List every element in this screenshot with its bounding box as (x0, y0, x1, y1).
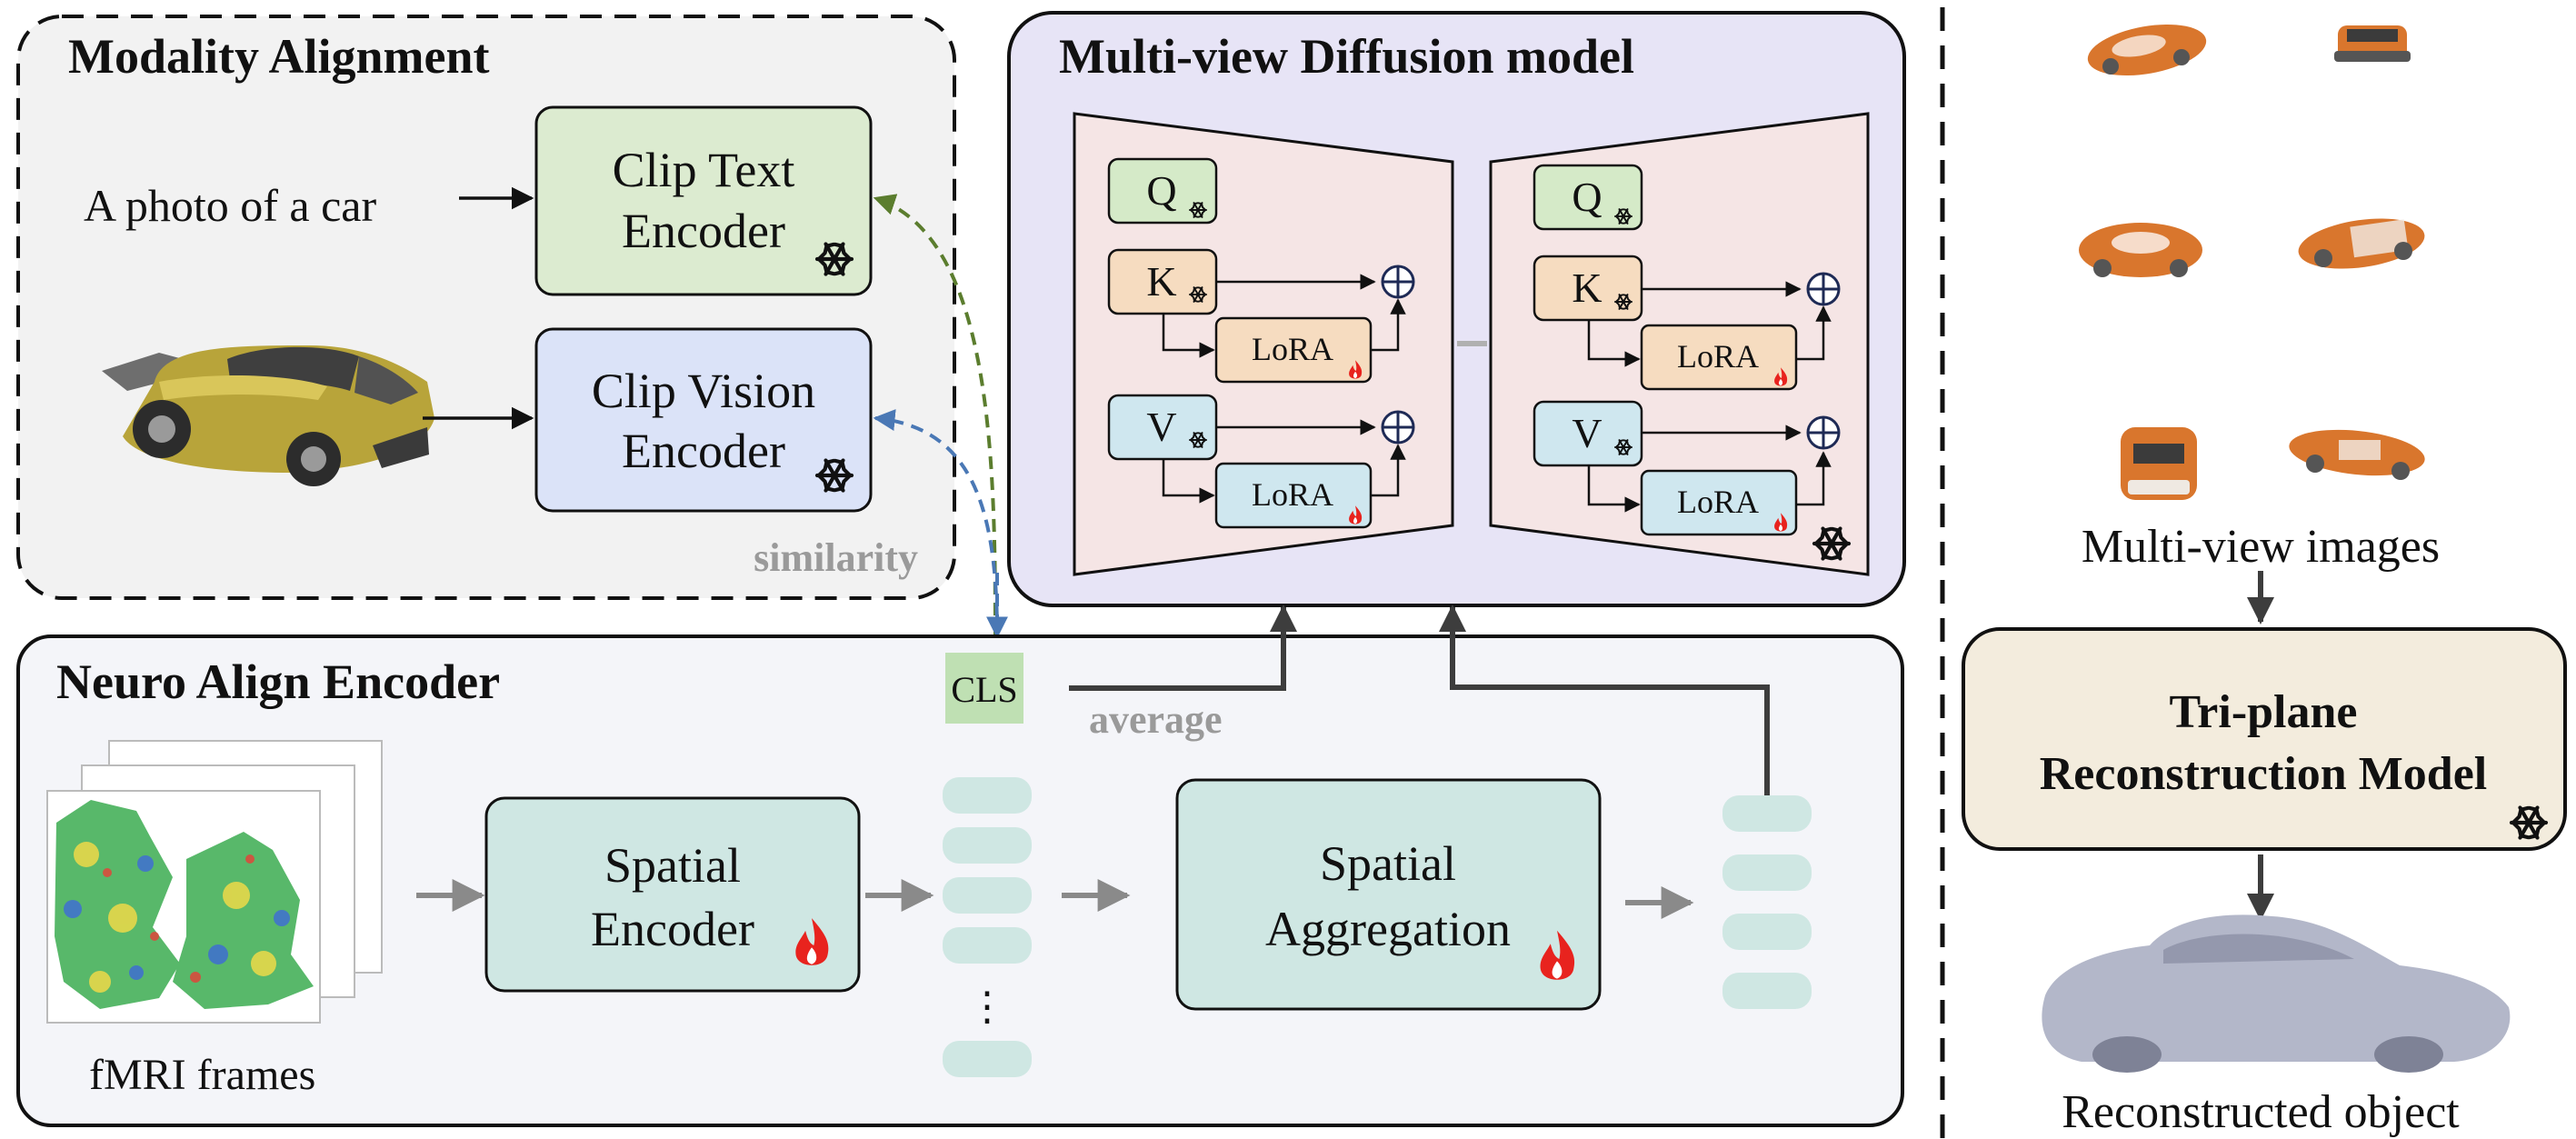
clip-text-encoder-box (534, 105, 873, 296)
clip-vision-encoder-box (534, 327, 873, 513)
token-column-left (943, 777, 1032, 1077)
key-label: K (1572, 265, 1602, 311)
query-box (1533, 164, 1643, 231)
token-column-right (1722, 795, 1812, 1009)
triplane-line2: Reconstruction Model (2040, 748, 2487, 800)
cls-label: CLS (951, 669, 1017, 710)
query-label: Q (1572, 174, 1602, 220)
fmri-frames-image (46, 740, 383, 1024)
clip-vision-encoder-line1: Clip Vision (592, 364, 815, 418)
diffusion-title: Multi-view Diffusion model (1059, 29, 1634, 84)
clip-vision-encoder-line2: Encoder (622, 424, 785, 478)
similarity-label: similarity (754, 535, 918, 580)
spatial-aggregation-line1: Spatial (1320, 836, 1456, 891)
key-label: K (1146, 258, 1176, 305)
prompt-text: A photo of a car (84, 180, 376, 231)
lora-label: LoRA (1677, 338, 1759, 375)
lora-label: LoRA (1252, 331, 1333, 367)
spatial-aggregation-line2: Aggregation (1265, 902, 1511, 956)
triplane-model-box (1962, 627, 2567, 851)
reconstructed-object-label: Reconstructed object (2062, 1086, 2460, 1138)
clip-text-encoder-line1: Clip Text (613, 143, 795, 197)
token-ellipsis: ⋮ (967, 984, 1007, 1029)
multi-view-images (2079, 24, 2425, 500)
clip-text-encoder-line2: Encoder (622, 204, 785, 258)
query-label: Q (1146, 167, 1176, 214)
average-label: average (1089, 697, 1223, 742)
query-box (1107, 157, 1218, 225)
multi-view-images-label: Multi-view images (2082, 521, 2440, 573)
modality-alignment-title: Modality Alignment (68, 29, 490, 84)
lora-label: LoRA (1677, 484, 1759, 520)
left-attention-block: Q K LoRA V LoRA (1107, 157, 1415, 529)
car-image (102, 345, 434, 486)
spatial-encoder-box (484, 796, 861, 993)
value-label: V (1572, 410, 1602, 456)
spatial-encoder-line1: Spatial (604, 838, 741, 893)
triplane-line1: Tri-plane (2169, 686, 2357, 738)
spatial-aggregation-box (1175, 778, 1602, 1011)
spatial-encoder-line2: Encoder (591, 902, 754, 956)
lora-box (1640, 469, 1798, 536)
average-path (1069, 604, 1297, 691)
reconstructed-object-image (2042, 914, 2511, 1073)
lora-label: LoRA (1252, 476, 1333, 513)
neuro-align-title: Neuro Align Encoder (56, 654, 500, 709)
fmri-frames-label: fMRI frames (89, 1051, 315, 1099)
right-attention-block: Q K LoRA V LoRA (1533, 164, 1841, 536)
similarity-arrow-vision (873, 409, 999, 637)
similarity-arrow-text (873, 194, 997, 637)
cls-token (945, 653, 1023, 724)
aggregation-path (1439, 604, 1770, 800)
value-label: V (1146, 404, 1176, 450)
lora-box (1640, 324, 1798, 391)
